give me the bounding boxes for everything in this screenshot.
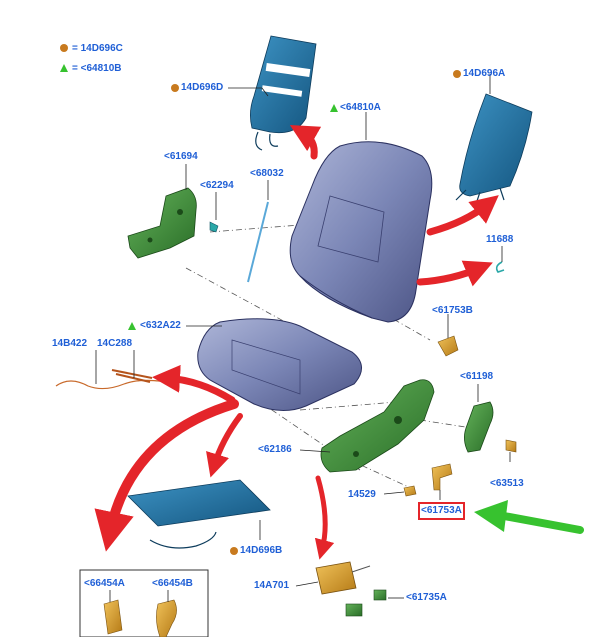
label-14D696D[interactable]: 14D696D [181, 82, 224, 93]
legend-item-dot: = 14D696C [60, 43, 123, 55]
marker-tri-64810A [330, 104, 338, 112]
clip-11688 [495, 261, 505, 273]
highlight-arrow [474, 500, 584, 534]
exploded-view-arrows [94, 125, 499, 560]
clip-62294 [209, 221, 219, 233]
back-panel-14D696A [455, 93, 533, 205]
label-14C288[interactable]: 14C288 [97, 338, 133, 349]
label-61694[interactable]: <61694 [164, 151, 198, 162]
part-66454B [156, 599, 177, 637]
bracket-61694 [127, 187, 197, 259]
triangle-marker-icon [60, 64, 68, 72]
seat-back-foam-64810A [289, 141, 433, 323]
inset-box [79, 569, 209, 637]
clip-14529 [403, 485, 417, 497]
marker-dot-14D696D [171, 84, 179, 92]
label-11688[interactable]: 11688 [486, 234, 514, 245]
label-66454B[interactable]: <66454B [152, 578, 193, 589]
legend-item-triangle: = <64810B [60, 63, 122, 75]
headrest-panel-14D696D [250, 35, 317, 151]
marker-dot-14D696A [453, 70, 461, 78]
label-632A22[interactable]: <632A22 [140, 320, 181, 331]
label-66454A[interactable]: <66454A [84, 578, 125, 589]
marker-tri-632A22 [128, 322, 136, 330]
label-14529[interactable]: 14529 [348, 489, 376, 500]
marker-dot-14D696B [230, 547, 238, 555]
label-61753A-highlighted[interactable]: <61753A [418, 502, 465, 520]
label-61735A[interactable]: <61735A [406, 592, 447, 603]
heater-mat-14D696B [127, 479, 271, 549]
seat-cushion-632A22 [197, 318, 362, 411]
label-14D696A[interactable]: 14D696A [463, 68, 506, 79]
module-14A701 [315, 561, 371, 595]
label-63513[interactable]: <63513 [490, 478, 524, 489]
cover-61198 [464, 401, 494, 453]
connector-61735A [345, 589, 387, 617]
part-66454A [103, 599, 123, 635]
rod-68032 [247, 201, 269, 283]
label-14B422[interactable]: 14B422 [52, 338, 88, 349]
connector-61753A [431, 463, 453, 491]
screw-63513 [505, 439, 517, 453]
label-68032[interactable]: <68032 [250, 168, 284, 179]
label-64810A[interactable]: <64810A [340, 102, 381, 113]
label-61198[interactable]: <61198 [460, 371, 494, 382]
label-14A701[interactable]: 14A701 [254, 580, 290, 591]
connector-61753B [437, 335, 459, 357]
wiring-harness-14B422 [55, 369, 167, 390]
leader-lines [95, 74, 511, 602]
label-14D696B[interactable]: 14D696B [240, 545, 283, 556]
label-62186[interactable]: <62186 [258, 444, 292, 455]
label-62294[interactable]: <62294 [200, 180, 234, 191]
dot-marker-icon [60, 44, 68, 52]
label-61753B[interactable]: <61753B [432, 305, 473, 316]
side-shield-62186 [320, 379, 435, 473]
